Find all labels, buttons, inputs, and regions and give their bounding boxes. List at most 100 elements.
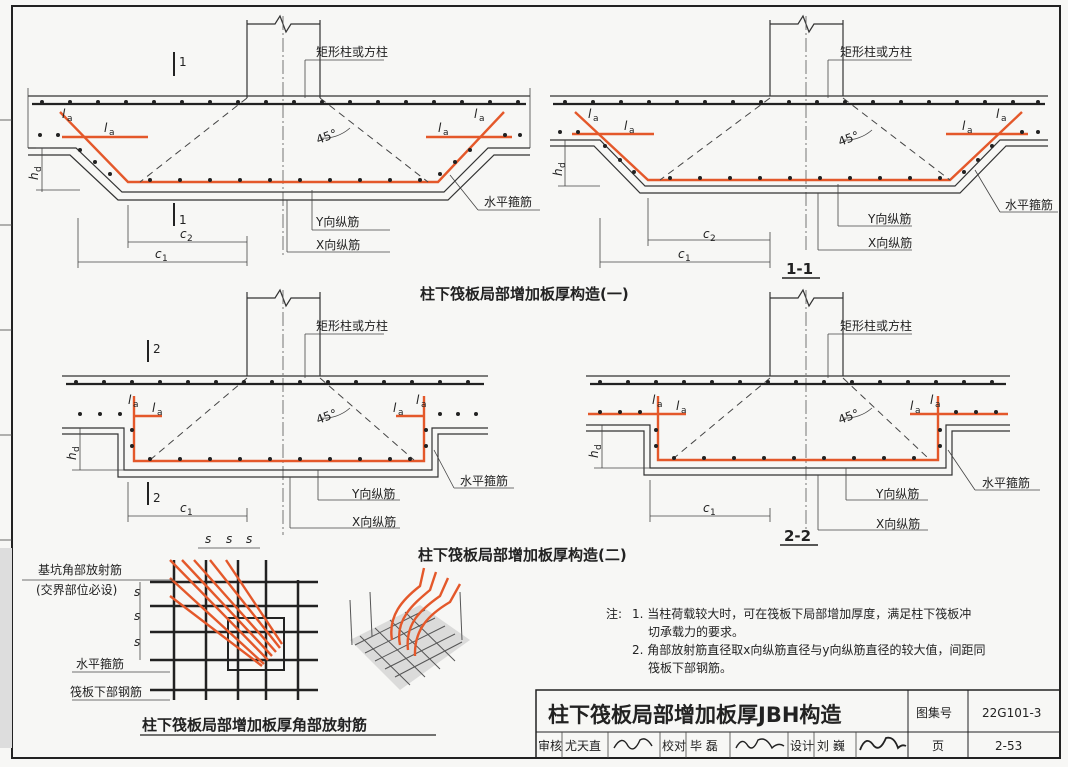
x-bar-label: X向纵筋 — [876, 516, 920, 531]
c2-label: c — [703, 227, 710, 241]
angle-45-label: 45° — [314, 126, 339, 146]
hd-label: h — [587, 450, 601, 458]
title-block: 柱下筏板局部增加板厚JBH构造 图集号 22G101-3 页 2-53 审核 尤… — [535, 689, 1061, 759]
la-subscript: a — [681, 406, 687, 416]
bottom-bar-label: 筏板下部钢筋 — [70, 684, 142, 699]
notes: 注: 1. 当柱荷载较大时，可在筏板下局部增加厚度，满足柱下筏板冲 切承载力的要… — [606, 606, 985, 675]
spacing-s: s — [246, 532, 252, 546]
y-bar-label: Y向纵筋 — [315, 214, 359, 229]
check-label: 校对 — [662, 738, 686, 753]
checker-name: 毕 磊 — [690, 739, 718, 753]
spacing-s: s — [226, 532, 232, 546]
c2-subscript: 2 — [710, 234, 716, 244]
reviewer-name: 尤天直 — [565, 739, 601, 753]
section-1-1-label: 1-1 — [786, 260, 813, 278]
notes-prefix: 注: — [606, 606, 622, 621]
la-label: l — [416, 393, 420, 407]
radial-bar-label: 基坑角部放射筋 — [38, 562, 122, 577]
reviewer-signature — [613, 738, 653, 750]
hd-subscript: d — [558, 162, 568, 168]
y-bar-label: Y向纵筋 — [875, 486, 919, 501]
note-2b: 筏板下部钢筋。 — [648, 660, 732, 675]
la-label: l — [104, 121, 108, 135]
angle-45-label: 45° — [314, 406, 339, 426]
corner-3d-sketch — [349, 567, 470, 690]
la-subscript: a — [657, 400, 663, 410]
c1-subscript: 1 — [187, 508, 193, 518]
stirrup-label: 水平箍筋 — [76, 656, 124, 671]
column-label: 矩形柱或方柱 — [316, 318, 388, 333]
corner-radial-detail: s s s s s s 基坑角部放射筋 (交界部位必设) 水平箍筋 筏板下部钢筋… — [0, 532, 436, 748]
fig2-plan: 45° l a l a l a l a 2 2 h d c 1 矩形柱或方柱 Y… — [62, 288, 514, 535]
la-label: l — [128, 393, 132, 407]
la-subscript: a — [967, 126, 973, 136]
la-subscript: a — [915, 406, 921, 416]
la-subscript: a — [398, 408, 404, 418]
fig1-section: 45° l a l a l a l a h d c 2 c 1 矩形柱或方柱 — [550, 14, 1058, 279]
designer-signature — [859, 736, 907, 751]
la-subscript: a — [133, 400, 139, 410]
la-subscript: a — [1001, 114, 1007, 124]
la-label: l — [624, 119, 628, 133]
c1-label: c — [703, 501, 710, 515]
c1-subscript: 1 — [685, 254, 691, 264]
hd-subscript: d — [72, 446, 82, 452]
section-2-2-label: 2-2 — [784, 527, 811, 545]
la-label: l — [930, 393, 934, 407]
main-title: 柱下筏板局部增加板厚JBH构造 — [548, 703, 842, 727]
la-label: l — [474, 107, 478, 121]
section-mark: 2 — [153, 491, 161, 505]
la-subscript: a — [935, 400, 941, 410]
la-subscript: a — [629, 126, 635, 136]
column-label: 矩形柱或方柱 — [840, 44, 912, 59]
column-label: 矩形柱或方柱 — [840, 318, 912, 333]
note-1a: 1. 当柱荷载较大时，可在筏板下局部增加厚度，满足柱下筏板冲 — [632, 606, 971, 621]
la-subscript: a — [443, 128, 449, 138]
c1-label: c — [678, 247, 685, 261]
la-label: l — [393, 401, 397, 415]
radial-bar-note: (交界部位必设) — [36, 582, 117, 597]
hd-label: h — [65, 452, 79, 460]
la-label: l — [910, 399, 914, 413]
la-subscript: a — [157, 408, 163, 418]
angle-45-label: 45° — [836, 406, 861, 426]
stirrup-label: 水平箍筋 — [460, 473, 508, 488]
fig2-section: 45° l a l a l a l a h d c 1 矩形柱或方柱 Y向纵筋 … — [586, 288, 1040, 546]
y-bar-label: Y向纵筋 — [351, 486, 395, 501]
note-1b: 切承载力的要求。 — [648, 624, 744, 639]
x-bar-label: X向纵筋 — [316, 237, 360, 252]
fig2-title: 柱下筏板局部增加板厚构造(二) — [418, 546, 627, 564]
la-subscript: a — [479, 114, 485, 124]
spacing-s: s — [134, 609, 140, 623]
fig1-plan: 45° l a l a l a l a 1 1 h d c 2 — [27, 14, 540, 268]
la-label: l — [588, 107, 592, 121]
c1-label: c — [180, 501, 187, 515]
fig1-title: 柱下筏板局部增加板厚构造(一) — [420, 285, 629, 303]
hd-subscript: d — [594, 444, 604, 450]
la-label: l — [962, 119, 966, 133]
design-label: 设计 — [790, 739, 814, 753]
atlas-no: 22G101-3 — [982, 706, 1041, 720]
y-bar-label: Y向纵筋 — [867, 211, 911, 226]
c2-subscript: 2 — [187, 234, 193, 244]
stirrup-label: 水平箍筋 — [484, 194, 532, 209]
hd-subscript: d — [34, 166, 44, 172]
designer-name: 刘 巍 — [817, 739, 845, 753]
section-mark: 1 — [179, 213, 187, 227]
la-subscript: a — [593, 114, 599, 124]
c1-label: c — [155, 247, 162, 261]
c2-label: c — [180, 227, 187, 241]
spacing-s: s — [134, 635, 140, 649]
page-no-label: 页 — [932, 739, 944, 753]
la-subscript: a — [109, 128, 115, 138]
x-bar-label: X向纵筋 — [352, 514, 396, 529]
atlas-no-label: 图集号 — [916, 705, 952, 720]
review-label: 审核 — [538, 738, 562, 753]
c1-subscript: 1 — [710, 508, 716, 518]
la-label: l — [676, 399, 680, 413]
spacing-s: s — [205, 532, 211, 546]
column-label: 矩形柱或方柱 — [316, 44, 388, 59]
stirrup-label: 水平箍筋 — [1005, 197, 1053, 212]
